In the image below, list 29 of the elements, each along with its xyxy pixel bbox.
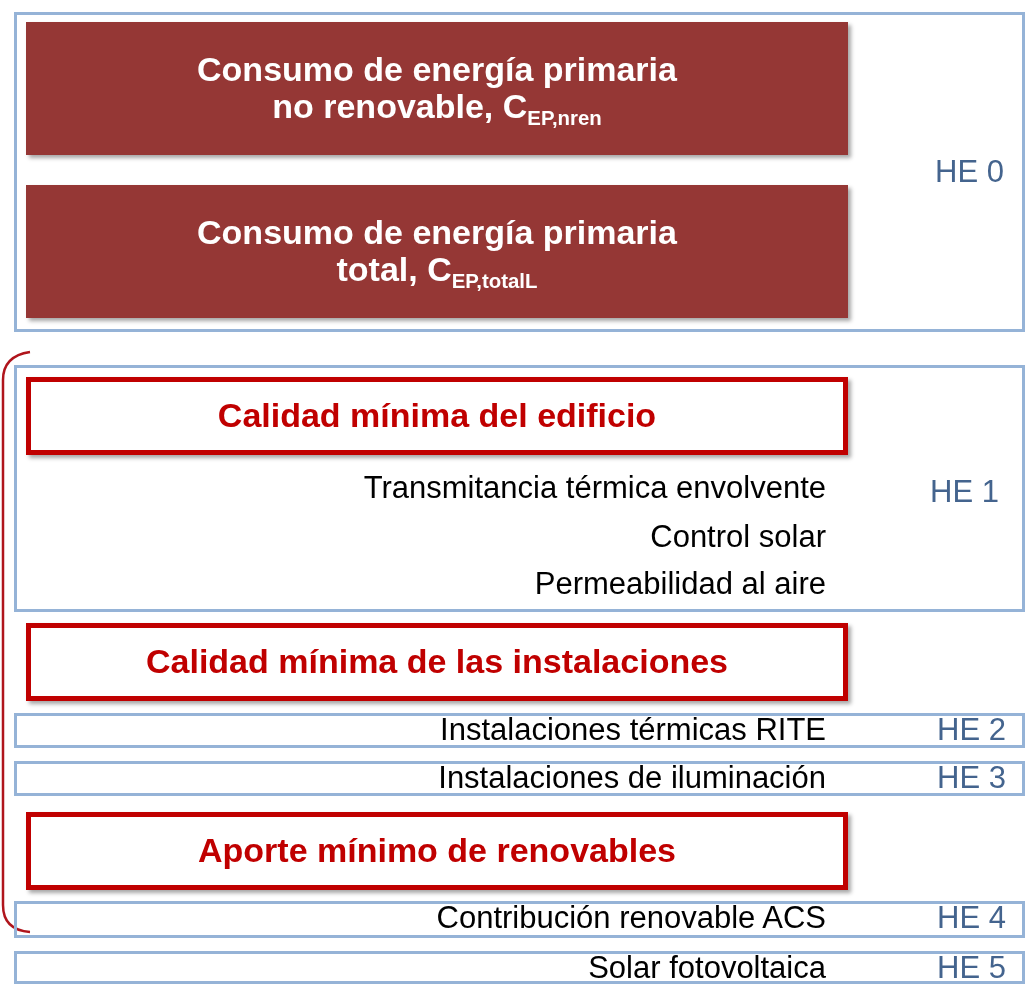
requirement-band: [14, 365, 1025, 612]
energy-box: [26, 22, 848, 155]
indicator-title: Consumo de energía primaria total, C$_{EP,totalL}$: [196, 213, 678, 293]
requirement-item: Transmitancia térmica envolvente: [363, 470, 826, 506]
requirement-item: Permeabilidad al aire: [534, 566, 826, 602]
requirement-title: Calidad mínima de las instalaciones: [145, 643, 729, 681]
section-code: HE 2: [937, 712, 1006, 748]
requirement-item: Contribución renovable ACS: [436, 900, 826, 936]
section-code: HE 4: [937, 900, 1006, 936]
requirement-title: Calidad mínima del edificio: [216, 397, 658, 435]
requirement-title: Aporte mínimo de renovables: [197, 832, 677, 870]
requirement-band: [14, 12, 1025, 332]
requirement-item: Instalaciones térmicas RITE: [440, 712, 826, 748]
requirement-band: [14, 951, 1025, 984]
requirement-item: Solar fotovoltaica: [588, 950, 826, 985]
requirement-heading-box: [26, 377, 848, 455]
requirement-item: Control solar: [650, 519, 826, 555]
section-code: HE 5: [937, 950, 1006, 985]
requirement-heading-box: [26, 623, 848, 701]
requirement-band: [14, 901, 1025, 938]
requirement-band: [14, 761, 1025, 796]
section-code: HE 1: [930, 474, 999, 510]
requirement-heading-box: [26, 812, 848, 890]
indicator-title: Consumo de energía primaria no renovable, C$_{EP,nren}$: [196, 50, 678, 130]
energy-box: [26, 185, 848, 318]
section-code: HE 3: [937, 760, 1006, 796]
section-code: HE 0: [935, 154, 1004, 190]
requirement-band: [14, 713, 1025, 748]
requirement-item: Instalaciones de iluminación: [438, 760, 826, 796]
